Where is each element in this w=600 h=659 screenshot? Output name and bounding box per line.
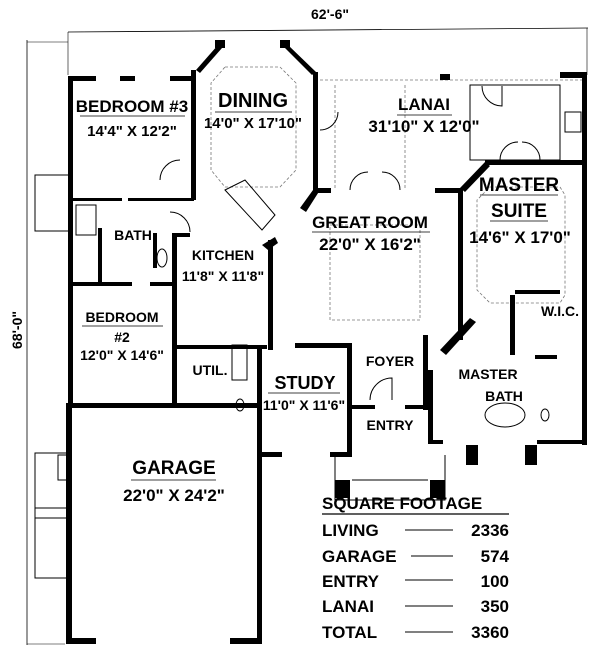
room-name: BEDROOM #3	[76, 97, 188, 116]
room-bath: BATH	[114, 227, 152, 243]
sf-value: 350	[481, 597, 509, 616]
room-size: 11'8" X 11'8"	[182, 268, 264, 284]
room-size: 12'0" X 14'6"	[80, 347, 164, 363]
square-footage-table: SQUARE FOOTAGE LIVING 2336 GARAGE 574 EN…	[322, 494, 510, 642]
room-name: STUDY	[274, 373, 335, 393]
sf-label: ENTRY	[322, 572, 380, 591]
room-wic: W.I.C.	[541, 303, 579, 319]
sf-row-entry: ENTRY 100	[322, 572, 509, 591]
room-name-line2: #2	[114, 329, 130, 345]
room-dining: DINING 14'0" X 17'10"	[204, 90, 302, 132]
room-util: UTIL.	[193, 362, 228, 378]
room-kitchen: KITCHEN 11'8" X 11'8"	[182, 247, 264, 284]
room-lanai: LANAI 31'10" X 12'0"	[368, 95, 479, 136]
square-footage-title: SQUARE FOOTAGE	[322, 494, 482, 513]
room-name: KITCHEN	[192, 247, 254, 263]
room-size: 14'4" X 12'2"	[87, 123, 177, 140]
room-size: 14'6" X 17'0"	[469, 228, 571, 247]
room-entry: ENTRY	[367, 417, 415, 433]
room-name-line1: MASTER	[479, 175, 560, 196]
sf-label: TOTAL	[322, 623, 377, 642]
room-size: 31'10" X 12'0"	[368, 117, 479, 136]
room-master-bath: MASTER BATH	[458, 366, 522, 404]
room-bedroom-2: BEDROOM #2 12'0" X 14'6"	[80, 309, 164, 363]
width-dimension: 62'-6"	[311, 6, 349, 22]
room-size: 11'0" X 11'6"	[263, 397, 345, 413]
room-garage: GARAGE 22'0" X 24'2"	[123, 458, 225, 505]
sf-row-living: LIVING 2336	[322, 521, 509, 540]
room-size: 22'0" X 24'2"	[123, 486, 225, 505]
room-name: GARAGE	[132, 458, 215, 479]
sf-value: 2336	[471, 521, 509, 540]
sf-value: 3360	[471, 623, 509, 642]
room-master-suite: MASTER SUITE 14'6" X 17'0"	[469, 175, 571, 247]
dimension-lines	[26, 27, 589, 645]
depth-dimension: 68'-0"	[9, 311, 25, 349]
sf-label: LANAI	[322, 597, 374, 616]
room-name-line1: BEDROOM	[85, 309, 158, 325]
exterior-features	[34, 174, 71, 579]
sf-label: GARAGE	[322, 547, 397, 566]
room-size: 22'0" X 16'2"	[319, 235, 421, 254]
ceiling-outlines	[210, 66, 585, 321]
room-foyer: FOYER	[366, 353, 414, 369]
doors-and-fixtures	[57, 84, 582, 501]
room-name: DINING	[218, 90, 288, 112]
walls	[66, 40, 587, 644]
sf-row-total: TOTAL 3360	[322, 623, 509, 642]
room-bedroom-3: BEDROOM #3 14'4" X 12'2"	[76, 97, 188, 140]
room-name-line2: SUITE	[491, 201, 547, 222]
room-name-line2: BATH	[485, 388, 523, 404]
room-name: GREAT ROOM	[312, 213, 428, 232]
sf-label: LIVING	[322, 521, 379, 540]
sf-row-garage: GARAGE 574	[322, 547, 510, 566]
sf-value: 100	[481, 572, 509, 591]
room-name: LANAI	[398, 95, 450, 114]
room-study: STUDY 11'0" X 11'6"	[263, 373, 345, 413]
room-name-line1: MASTER	[458, 366, 517, 382]
room-size: 14'0" X 17'10"	[204, 115, 302, 132]
sf-value: 574	[481, 547, 510, 566]
sf-row-lanai: LANAI 350	[322, 597, 509, 616]
room-great-room: GREAT ROOM 22'0" X 16'2"	[312, 213, 430, 254]
